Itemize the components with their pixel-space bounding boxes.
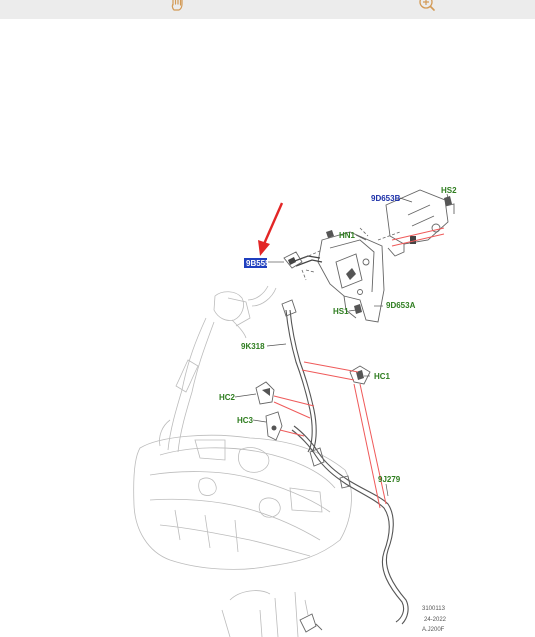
evap-canister [385,189,455,257]
dashed-leaders [301,227,401,281]
clip-hc2 [255,381,275,405]
quick-connector [283,251,303,269]
zoom-in-icon[interactable] [417,0,437,12]
vapor-pipe [281,255,409,633]
fastener-hs2 [444,196,452,206]
label-hc1: HC1 [374,372,391,381]
fastener-hs1 [354,304,362,314]
label-hc3: HC3 [237,416,254,425]
pointer-arrow [258,202,284,256]
label-9j279: 9J279 [378,475,401,484]
clip-hc1 [349,365,371,385]
label-hs2: HS2 [441,186,457,195]
label-leaders [234,193,449,497]
fastener-hn1 [326,230,334,238]
label-9k318: 9K318 [241,342,265,351]
label-hs1: HS1 [333,307,349,316]
label-hn1: HN1 [339,231,356,240]
fuel-tank [133,434,352,637]
footer-ref-line3: A.J200F [422,627,445,633]
clip-hc3 [265,411,283,441]
label-9b555: 9B555 [246,259,270,268]
filler-neck [159,285,277,453]
red-leaders [273,227,445,509]
viewer-toolbar [0,0,535,19]
footer-ref-line2: 24-2022 [424,617,447,623]
highlighted-part-label[interactable]: 9B555 [244,258,270,268]
mounting-bracket [317,231,385,323]
label-9d653b: 9D653B [371,194,401,203]
hand-icon[interactable] [167,0,187,12]
footer-ref-line1: 3100113 [422,606,446,612]
label-9d653a: 9D653A [386,301,416,310]
label-hc2: HC2 [219,393,236,402]
parts-diagram: 9B555 HS2 9D653B HN1 9D653A HS1 9K318 HC… [133,186,457,637]
